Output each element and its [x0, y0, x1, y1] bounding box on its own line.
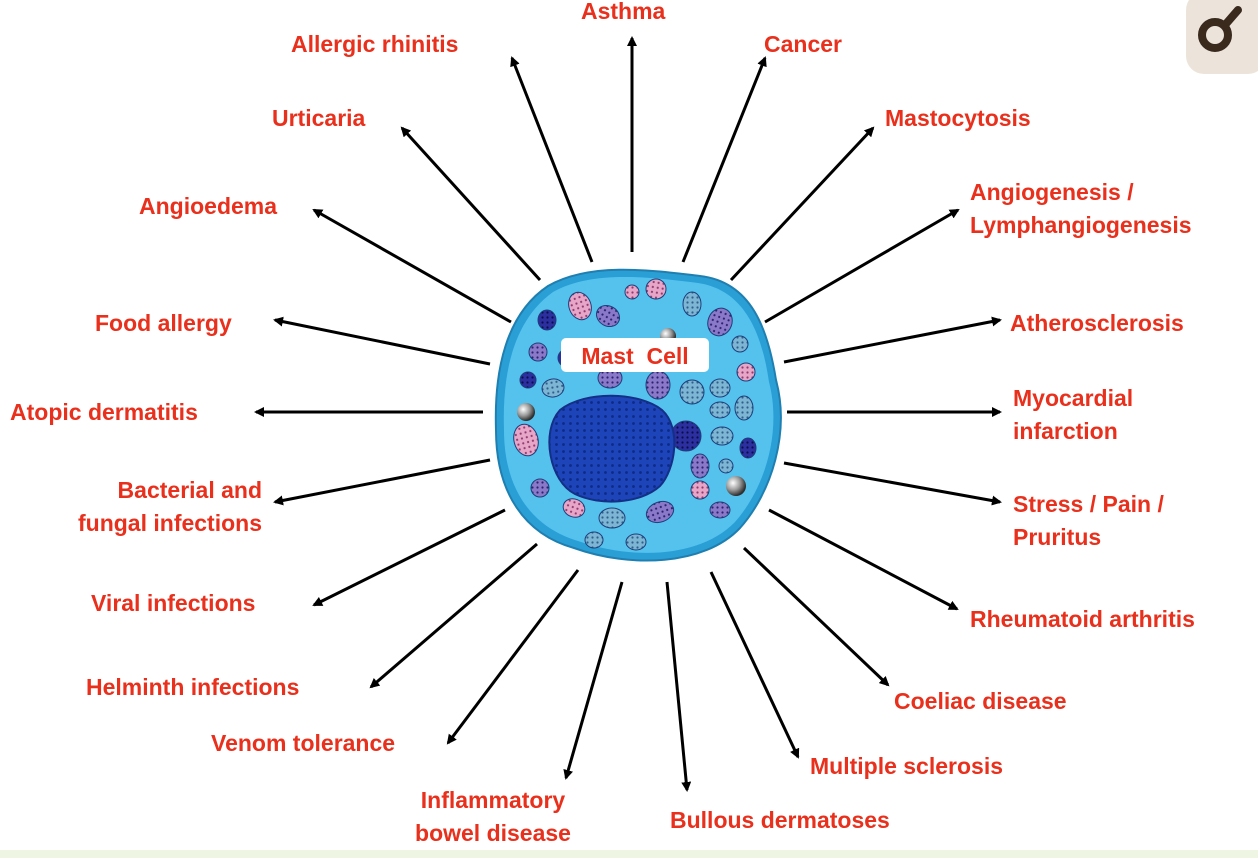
granule: [707, 307, 733, 337]
granule: [645, 370, 671, 400]
label-myocardial-line2: infarction: [1013, 418, 1118, 444]
label-food-allergy: Food allergy: [95, 310, 232, 336]
granule: [537, 309, 557, 331]
granule: [690, 480, 710, 500]
label-asthma: Asthma: [581, 0, 666, 24]
granule: [530, 478, 550, 498]
label-bacterial-line1: Bacterial and: [117, 477, 262, 503]
arrow-stress: [783, 461, 1002, 506]
granule: [528, 342, 548, 362]
granule: [679, 379, 705, 405]
label-atherosclerosis: Atherosclerosis: [1010, 310, 1184, 336]
magnifier-icon: [1198, 6, 1242, 52]
granules-group: [513, 278, 757, 551]
cell-label-box: [561, 338, 709, 372]
nucleus: [548, 394, 676, 503]
label-angiogenesis-line1: Angiogenesis /: [970, 179, 1134, 205]
mast-cell: Mast Cell: [494, 268, 782, 562]
label-viral-infections: Viral infections: [91, 590, 256, 616]
granule: [718, 458, 734, 474]
granule: [598, 507, 626, 529]
granule: [734, 395, 754, 421]
granule: [519, 371, 537, 389]
granule: [731, 335, 749, 353]
arrow-mastocytosis: [729, 126, 875, 282]
label-coeliac-disease: Coeliac disease: [894, 688, 1067, 714]
label-myocardial-line1: Myocardial: [1013, 385, 1134, 411]
arrow-venom: [446, 569, 580, 745]
magnifier-button[interactable]: [1186, 0, 1258, 74]
arrow-cancer: [681, 56, 767, 263]
lipid-body: [517, 403, 535, 421]
granule: [541, 378, 565, 398]
arrow-viral: [312, 508, 506, 607]
arrow-coeliac: [742, 546, 890, 687]
granule: [584, 531, 604, 549]
granule: [513, 423, 539, 457]
granule: [645, 500, 675, 524]
granule: [562, 498, 586, 518]
granule: [709, 378, 731, 398]
granule: [670, 420, 702, 452]
granule: [595, 304, 621, 328]
arrow-helminth: [369, 542, 538, 689]
arrow-multiple-sclerosis: [709, 571, 800, 759]
label-ibd-line2: bowel disease: [415, 820, 571, 846]
arrow-food-allergy: [273, 316, 491, 366]
granule: [709, 501, 731, 519]
arrow-allergic-rhinitis: [510, 56, 594, 263]
bottom-strip: [0, 850, 1258, 858]
label-urticaria: Urticaria: [272, 105, 366, 131]
lipid-body: [726, 476, 746, 496]
label-venom-tolerance: Venom tolerance: [211, 730, 396, 756]
label-angiogenesis-line2: Lymphangiogenesis: [970, 212, 1192, 238]
granule: [690, 453, 710, 479]
arrow-urticaria: [400, 126, 542, 282]
granule: [645, 278, 667, 300]
arrow-angiogenesis: [764, 208, 960, 324]
label-stress-pain: Stress / Pain / Pruritus: [1013, 488, 1164, 554]
arrow-bacterial: [273, 458, 491, 506]
label-bacterial-line2: fungal infections: [78, 510, 262, 536]
granule: [624, 284, 640, 300]
granule: [739, 437, 757, 459]
arrow-atherosclerosis: [783, 316, 1002, 364]
granule: [710, 426, 734, 446]
arrows-group: [254, 36, 1002, 792]
label-ibd-line1: Inflammatory: [420, 787, 566, 813]
cell-label: Mast Cell: [581, 343, 688, 369]
granule: [568, 291, 592, 321]
label-allergic-rhinitis: Allergic rhinitis: [291, 31, 459, 57]
arrow-ibd: [563, 581, 624, 780]
label-bullous-dermatoses: Bullous dermatoses: [670, 807, 890, 833]
label-angioedema: Angioedema: [139, 193, 278, 219]
label-bacterial-fungal: Bacterial and fungal infections: [78, 474, 262, 540]
granule: [736, 362, 756, 382]
label-ibd: Inflammatory bowel disease: [386, 784, 600, 850]
label-stress-line2: Pruritus: [1013, 524, 1102, 550]
granule: [682, 291, 702, 317]
label-atopic-dermatitis: Atopic dermatitis: [10, 399, 198, 425]
granule: [709, 401, 731, 419]
label-mastocytosis: Mastocytosis: [885, 105, 1031, 131]
label-rheumatoid-arthritis: Rheumatoid arthritis: [970, 606, 1195, 632]
arrow-angioedema: [312, 208, 512, 324]
granule: [625, 533, 647, 551]
label-cancer: Cancer: [764, 31, 842, 57]
label-multiple-sclerosis: Multiple sclerosis: [810, 753, 1004, 779]
label-myocardial-infarction: Myocardial infarction: [1013, 382, 1133, 448]
arrow-bullous: [665, 581, 692, 792]
label-angiogenesis: Angiogenesis / Lymphangiogenesis: [970, 176, 1192, 242]
label-helminth-infections: Helminth infections: [86, 674, 300, 700]
arrow-rheumatoid: [768, 508, 959, 611]
label-stress-line1: Stress / Pain /: [1013, 491, 1164, 517]
